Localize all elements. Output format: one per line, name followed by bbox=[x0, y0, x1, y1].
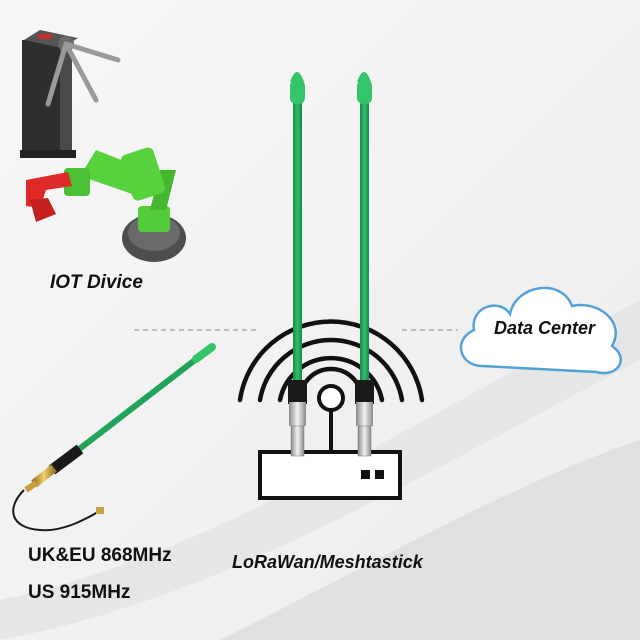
frequency-us-label: US 915MHz bbox=[28, 582, 131, 603]
background-swoosh bbox=[0, 300, 640, 640]
gateway-router-icon bbox=[258, 450, 402, 500]
product-antenna bbox=[12, 343, 216, 532]
data-center-label: Data Center bbox=[494, 318, 596, 338]
background-swoosh-2 bbox=[220, 440, 640, 640]
turnstile-icon bbox=[20, 30, 121, 158]
frequency-eu-label: UK&EU 868MHz bbox=[28, 545, 172, 566]
antenna-right bbox=[355, 72, 374, 457]
antenna-left bbox=[288, 72, 307, 457]
signal-dot-icon bbox=[317, 384, 345, 412]
iot-device-label: IOT Divice bbox=[50, 272, 143, 293]
robot-arm-icon bbox=[26, 147, 186, 262]
cloud-icon bbox=[459, 286, 622, 375]
protocol-label: LoRaWan/Meshtastick bbox=[232, 552, 423, 572]
